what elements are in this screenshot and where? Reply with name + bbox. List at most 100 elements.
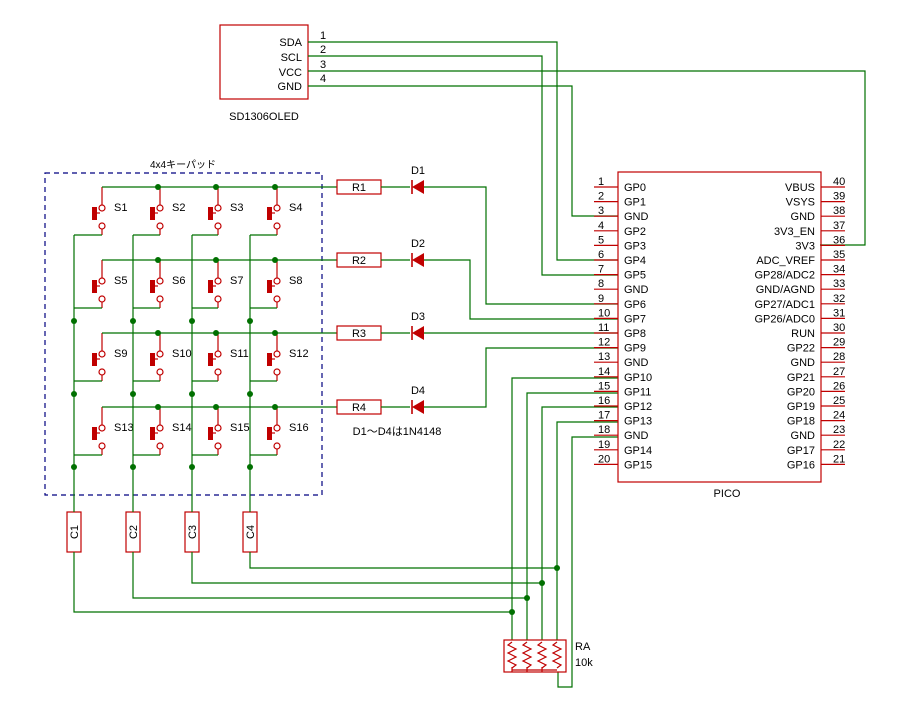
- pico-pin-label: GND: [791, 357, 816, 369]
- pico-pin-label: GP15: [624, 459, 652, 471]
- pico-pin-label: GP3: [624, 240, 646, 252]
- keypad-switch: S5: [74, 260, 127, 309]
- pico-pin-num: 37: [833, 220, 845, 232]
- keypad-switch: S14: [133, 404, 192, 456]
- pico-body: [617, 171, 822, 483]
- pico-pin-num: 24: [833, 410, 845, 422]
- pico-pin-label: GP16: [787, 459, 815, 471]
- pico-pin-label: GP10: [624, 372, 652, 384]
- pico-pin-label: GP9: [624, 343, 646, 355]
- row-diodes: D1 D2 D3 D4 D1〜D4は1N4148: [353, 165, 442, 438]
- keypad-switch: S10: [133, 330, 192, 382]
- pico-pin-label: GP26/ADC0: [754, 313, 815, 325]
- row-wires: [102, 186, 337, 408]
- keypad-switch-label: S12: [289, 348, 309, 360]
- pico-pin-num: 18: [598, 424, 610, 436]
- pico-pin-label: GND: [791, 430, 816, 442]
- pico-pin-num: 19: [598, 439, 610, 451]
- oled-pin-label-vcc: VCC: [279, 67, 302, 79]
- pico-pin-num: 27: [833, 366, 845, 378]
- pico-pin-label: GND/AGND: [756, 284, 815, 296]
- diode-d3: [411, 326, 424, 340]
- pico-pin-num: 36: [833, 234, 845, 246]
- pico-pin-label: VSYS: [786, 197, 815, 209]
- pico-pin-label: ADC_VREF: [756, 255, 815, 267]
- pico-pin-num: 1: [598, 176, 604, 188]
- pico-pin-num: 2: [598, 191, 604, 203]
- pico-pin-label: GP11: [624, 386, 651, 398]
- oled-pin-num-2: 2: [320, 44, 326, 56]
- pico-pin-label: VBUS: [785, 182, 815, 194]
- keypad-switch: S16: [250, 404, 309, 456]
- pico-pin-num: 12: [598, 337, 610, 349]
- pico-pin-num: 10: [598, 307, 610, 319]
- resistor-r4-label: R4: [352, 402, 366, 414]
- pico-pin-num: 6: [598, 249, 604, 261]
- column-wires: [73, 377, 618, 688]
- row-resistors: R1 R2 R3 R4: [336, 179, 382, 415]
- pico-pin-label: GP18: [787, 416, 815, 428]
- resistor-r3-label: R3: [352, 328, 366, 340]
- oled-name: SD1306OLED: [229, 111, 299, 123]
- pico-pin-label: GP2: [624, 226, 646, 238]
- keypad-switch: S7: [192, 257, 243, 309]
- keypad-switch-label: S13: [114, 422, 134, 434]
- pico-pin-label: GP7: [624, 313, 646, 325]
- pico-pin-label: GND: [624, 430, 649, 442]
- pico-pin-num: 39: [833, 191, 845, 203]
- keypad-switch-label: S9: [114, 348, 127, 360]
- diode-to-pico-wires: [424, 186, 618, 408]
- pico-pin-num: 8: [598, 278, 604, 290]
- keypad-switch-label: S6: [172, 275, 185, 287]
- column-resistor-c3-label: C3: [187, 525, 199, 539]
- pico-pin-label: GP22: [787, 343, 815, 355]
- pico-pin-num: 17: [598, 410, 610, 422]
- pico-pin-num: 29: [833, 337, 845, 349]
- pico-pin-label: GP5: [624, 270, 646, 282]
- pico-pin-num: 22: [833, 439, 845, 451]
- oled-body: [219, 24, 309, 100]
- oled-pin-num-3: 3: [320, 59, 326, 71]
- pico-pin-num: 14: [598, 366, 610, 378]
- pico-pin-num: 16: [598, 395, 610, 407]
- diode-d1: [411, 180, 424, 194]
- resistor-array-body: [503, 639, 567, 673]
- pico-pin-num: 30: [833, 322, 845, 334]
- resistor-r2-label: R2: [352, 255, 366, 267]
- oled-pin-label-scl: SCL: [281, 52, 302, 64]
- resistor-array-value: 10k: [575, 657, 593, 669]
- keypad-switch-label: S11: [230, 348, 249, 360]
- keypad-switch-label: S4: [289, 202, 302, 214]
- diode-d1-label: D1: [411, 165, 425, 177]
- pico-pin-label: GP6: [624, 299, 646, 311]
- oled-pin-label-sda: SDA: [279, 37, 302, 49]
- diode-note: D1〜D4は1N4148: [353, 425, 442, 438]
- pico-pin-label: 3V3: [795, 240, 815, 252]
- keypad-switch: S4: [250, 184, 302, 236]
- pico-pin-num: 40: [833, 176, 845, 188]
- pico-pin-label: GP0: [624, 182, 646, 194]
- oled-pin-num-4: 4: [320, 73, 326, 85]
- pico-pin-num: 4: [598, 220, 604, 232]
- oled-pin-label-gnd: GND: [278, 81, 303, 93]
- pico-pin-label: GND: [624, 284, 649, 296]
- keypad-switch-label: S8: [289, 275, 302, 287]
- pico-pin-num: 26: [833, 380, 845, 392]
- keypad-switch: S8: [250, 257, 302, 309]
- pico-pin-label: GP4: [624, 255, 646, 267]
- keypad-switch: S3: [192, 184, 243, 236]
- pico-pin-num: 11: [598, 322, 609, 334]
- keypad-switch-label: S10: [172, 348, 192, 360]
- keypad-outline: [44, 172, 323, 496]
- pico-pin-label: GP12: [624, 401, 652, 413]
- pico-pin-label: GP13: [624, 416, 652, 428]
- keypad-switch-label: S15: [230, 422, 250, 434]
- keypad-switch-label: S1: [114, 202, 127, 214]
- column-resistor-c2-label: C2: [128, 525, 140, 539]
- oled-wires: [308, 41, 866, 276]
- pico-pin-label: GND: [791, 211, 816, 223]
- pico-pin-num: 3: [598, 205, 604, 217]
